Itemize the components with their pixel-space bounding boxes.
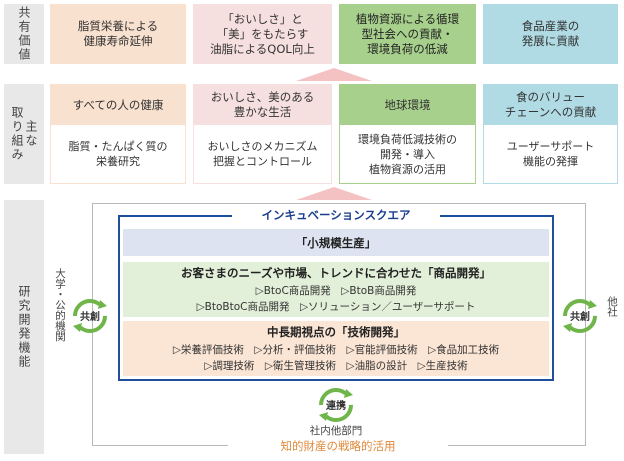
partner-other-companies-label: 他社 <box>606 296 618 317</box>
value-box-qol: 「おいしさ」と 「美」をもたらす 油脂によるQOL向上 <box>193 4 332 64</box>
effort-card-earth: 地球環境 環境負荷低減技術の 開発・導入 植物資源の活用 <box>339 84 476 184</box>
left-collab-badge: 共創 <box>80 312 100 323</box>
row-label-rd: 研究開発機能 <box>4 200 44 454</box>
value-box-food-industry: 食品産業の 発展に貢献 <box>483 4 618 64</box>
cycle-arrows-icon <box>73 299 107 333</box>
effort-title: すべての人の健康 <box>51 85 185 125</box>
row-label-shared-value-text: 共有価値 <box>17 6 31 62</box>
effort-card-delicious: おいしさ、美のある 豊かな生活 おいしさのメカニズム 把握とコントロール <box>193 84 332 184</box>
effort-detail: おいしさのメカニズム 把握とコントロール <box>194 125 331 183</box>
effort-title: 地球環境 <box>340 85 475 125</box>
value-box-environment: 植物資源による循環 型社会への貢献・ 環境負荷の低減 <box>339 4 476 64</box>
partner-university-label: 大学・公的機関 <box>54 268 66 342</box>
tech-dev-line2: ▷調理技術 ▷衛生管理技術 ▷油脂の設計 ▷生産技術 <box>204 359 468 372</box>
cycle-arrows-icon <box>563 299 597 333</box>
band-small-scale: 「小規模生産」 <box>123 229 549 256</box>
row-label-rd-text: 研究開発機能 <box>17 285 31 369</box>
footer-ip-strategy: 知的財産の戦略的活用 <box>228 437 448 455</box>
value-box-health: 脂質栄養による 健康寿命延伸 <box>50 4 186 64</box>
product-dev-line2: ▷BtoBtoC商品開発 ▷ソリューション／ユーザーサポート <box>196 300 476 313</box>
product-dev-line1: ▷BtoC商品開発 ▷BtoB商品開発 <box>255 284 417 297</box>
band-product-dev: お客さまのニーズや市場、トレンドに合わせた「商品開発」 ▷BtoC商品開発 ▷B… <box>123 262 549 317</box>
row-label-shared-value: 共有価値 <box>4 4 44 64</box>
tech-dev-heading: 中長期視点の「技術開発」 <box>267 324 405 339</box>
partner-internal-label: 社内他部門 <box>309 425 363 437</box>
incubation-title: インキュベーションスクエア <box>232 207 440 223</box>
up-arrow-1 <box>296 68 372 81</box>
right-cycle: 共創 <box>560 296 600 336</box>
effort-card-health: すべての人の健康 脂質・たんぱく質の 栄養研究 <box>50 84 186 184</box>
tech-dev-line1: ▷栄養評価技術 ▷分析・評価技術 ▷官能評価技術 ▷食品加工技術 <box>172 343 500 356</box>
product-dev-heading: お客さまのニーズや市場、トレンドに合わせた「商品開発」 <box>181 265 491 280</box>
row-label-efforts: 主な 取り組み <box>4 84 44 184</box>
effort-title: 食のバリュー チェーンへの貢献 <box>484 85 617 125</box>
band-tech-dev: 中長期視点の「技術開発」 ▷栄養評価技術 ▷分析・評価技術 ▷官能評価技術 ▷食… <box>123 321 549 376</box>
right-collab-badge: 共創 <box>570 312 590 323</box>
cycle-arrows-icon <box>319 388 353 422</box>
left-cycle: 共創 <box>70 296 110 336</box>
bottom-cycle: 連携 <box>316 385 356 425</box>
effort-card-value-chain: 食のバリュー チェーンへの貢献 ユーザーサポート 機能の発揮 <box>483 84 618 184</box>
effort-title: おいしさ、美のある 豊かな生活 <box>194 85 331 125</box>
small-scale-heading: 「小規模生産」 <box>295 235 377 250</box>
effort-detail: 環境負荷低減技術の 開発・導入 植物資源の活用 <box>340 125 475 183</box>
effort-detail: 脂質・たんぱく質の 栄養研究 <box>51 125 185 183</box>
up-arrow-2 <box>296 187 372 200</box>
row-label-efforts-text: 主な 取り組み <box>10 106 38 162</box>
effort-detail: ユーザーサポート 機能の発揮 <box>484 125 617 183</box>
bottom-collab-badge: 連携 <box>326 401 346 412</box>
